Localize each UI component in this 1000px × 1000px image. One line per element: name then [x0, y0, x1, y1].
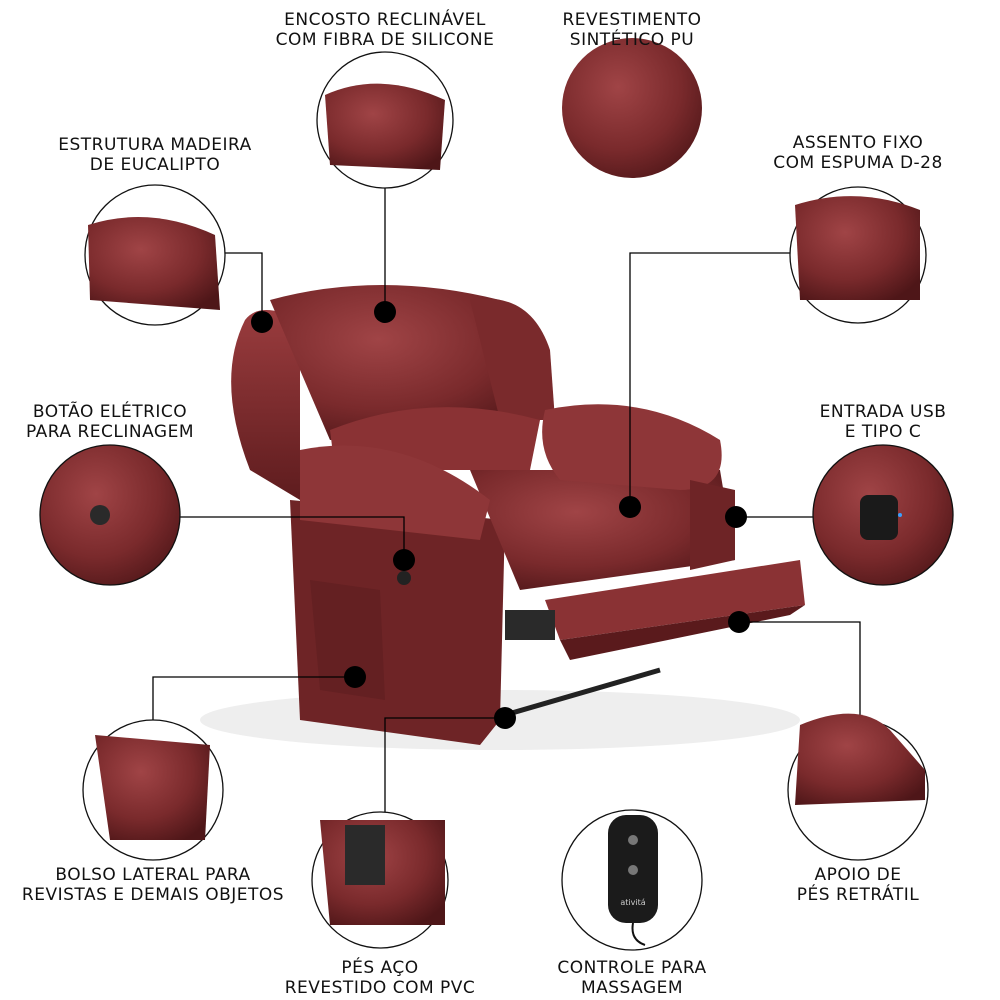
label-line: BOLSO LATERAL PARA [55, 865, 251, 885]
label-line: CONTROLE PARA [557, 958, 707, 978]
massage-remote: ativitá [608, 815, 658, 946]
callout-dots [251, 301, 750, 729]
label-line: REVESTIMENTO [562, 10, 702, 30]
label-line: ENCOSTO RECLINÁVEL [284, 10, 486, 30]
label-line: REVISTAS E DEMAIS OBJETOS [21, 885, 285, 905]
label-line: PARA RECLINAGEM [26, 422, 194, 442]
usb-port-icon [860, 495, 898, 540]
power-button-icon [90, 505, 110, 525]
label-line: ESTRUTURA MADEIRA [58, 135, 252, 155]
label-line: PÉS AÇO [341, 958, 419, 978]
label-line: ENTRADA USB [819, 402, 947, 422]
remote-brand: ativitá [620, 898, 645, 907]
label-line: DE EUCALIPTO [89, 155, 221, 175]
label-line: BOTÃO ELÉTRICO [32, 402, 188, 422]
label-line: E TIPO C [844, 422, 922, 442]
label-line: PÉS RETRÁTIL [796, 885, 920, 905]
label-line: REVESTIDO COM PVC [284, 978, 476, 998]
detail-revestimento [562, 38, 702, 178]
label-line: COM FIBRA DE SILICONE [275, 30, 495, 50]
label-line: ASSENTO FIXO [792, 133, 924, 153]
connector-lines [152, 188, 861, 812]
label-line: SINTÉTICO PU [569, 30, 695, 50]
label-line: COM ESPUMA D-28 [773, 153, 943, 173]
label-line: MASSAGEM [580, 978, 684, 998]
label-line: APOIO DE [814, 865, 902, 885]
